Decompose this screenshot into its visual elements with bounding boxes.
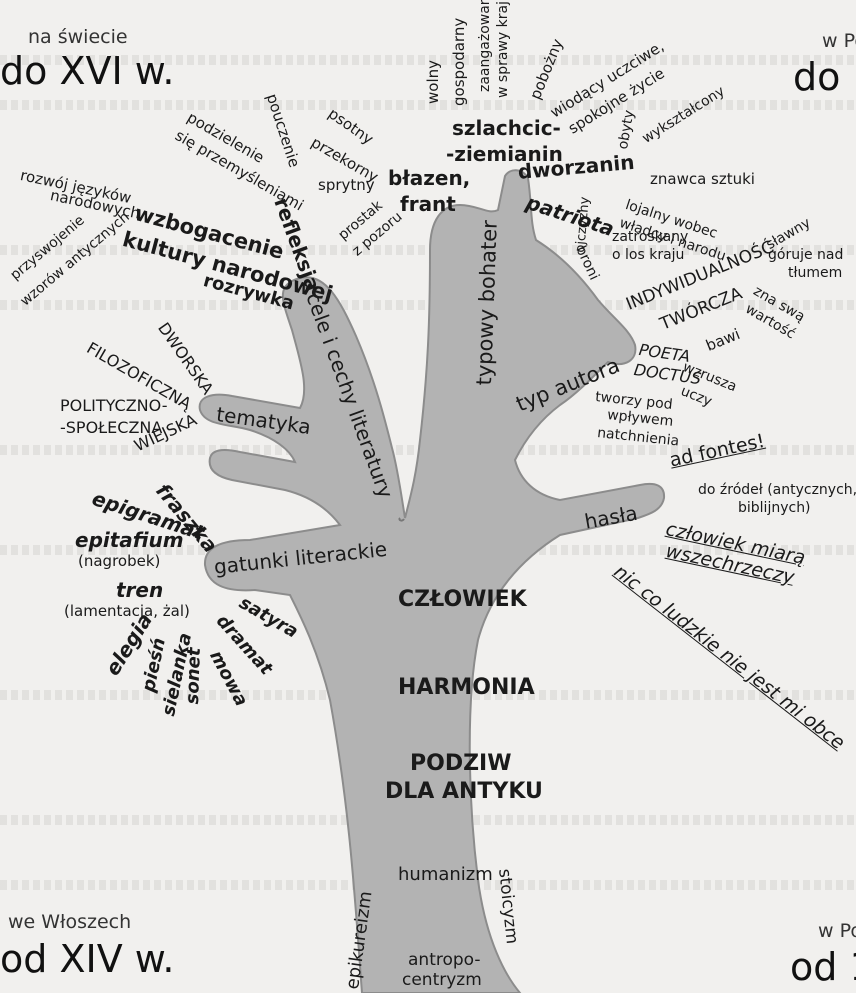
slogan-biblijnych: biblijnych) (738, 500, 811, 516)
genre-epitafium: epitafium (75, 528, 184, 552)
hero-w-sprawy-kraju: w sprawy kraju (495, 0, 511, 98)
background-text-line (0, 245, 856, 255)
trunk-podziw: PODZIW (410, 751, 512, 776)
genre-tren: tren (116, 578, 164, 602)
theme-polityczno: POLITYCZNO- (60, 396, 168, 415)
hero-wolny: wolny (424, 60, 442, 104)
trunk-harmonia: HARMONIA (398, 675, 535, 700)
trunk-antropo: antropo- (408, 950, 481, 970)
hero-blazen: błazen, (388, 166, 471, 190)
hero-o-los-kraju: o los kraju (612, 247, 685, 263)
trunk-czlowiek: CZŁOWIEK (398, 587, 527, 612)
hero-szlachcic: szlachcic- (452, 116, 561, 140)
background-text-line (0, 100, 856, 110)
genre-nagrobek: (nagrobek) (78, 552, 161, 570)
author-goruje: góruje nad (768, 247, 844, 263)
author-tlumem: tłumem (788, 265, 843, 281)
background-text-line (0, 55, 856, 65)
hero-sprytny: sprytny (318, 176, 375, 194)
slogan-do-zrodel: do źródeł (antycznych, (698, 482, 856, 498)
tree-shape (198, 169, 666, 993)
corner-label-top-right: w Po (822, 30, 856, 52)
trunk-humanizm: humanizm (398, 864, 493, 885)
theme-spoleczna: -SPOŁECZNA (60, 418, 163, 437)
trunk-dla-antyku: DLA ANTYKU (385, 779, 543, 804)
background-text-line (0, 300, 856, 310)
period-bottom-left: od XIV w. (0, 937, 175, 981)
corner-label-top-left: na świecie (28, 26, 128, 48)
hero-zaangazowany: zaangażowany (477, 0, 493, 92)
genre-sonet: sonet (182, 647, 205, 705)
hero-znawca-sztuki: znawca sztuki (650, 170, 755, 188)
corner-label-bottom-left: we Włoszech (8, 911, 132, 933)
hero-ziemianin: -ziemianin (446, 142, 563, 166)
corner-label-bottom-right: w Po (818, 920, 856, 942)
hero-gospodarny: gospodarny (450, 17, 468, 106)
period-top-left: do XVI w. (0, 49, 175, 93)
branch-typowy-bohater: typowy bohater (472, 219, 502, 386)
period-top-right: do 1 (793, 55, 856, 99)
trunk-centryzm: centryzm (402, 970, 482, 990)
hero-zatroskany: zatroskany (612, 229, 689, 245)
period-bottom-right: od 1 (790, 945, 856, 989)
genre-lamentacja: (lamentacja, żal) (64, 602, 190, 620)
hero-frant: frant (400, 192, 456, 216)
